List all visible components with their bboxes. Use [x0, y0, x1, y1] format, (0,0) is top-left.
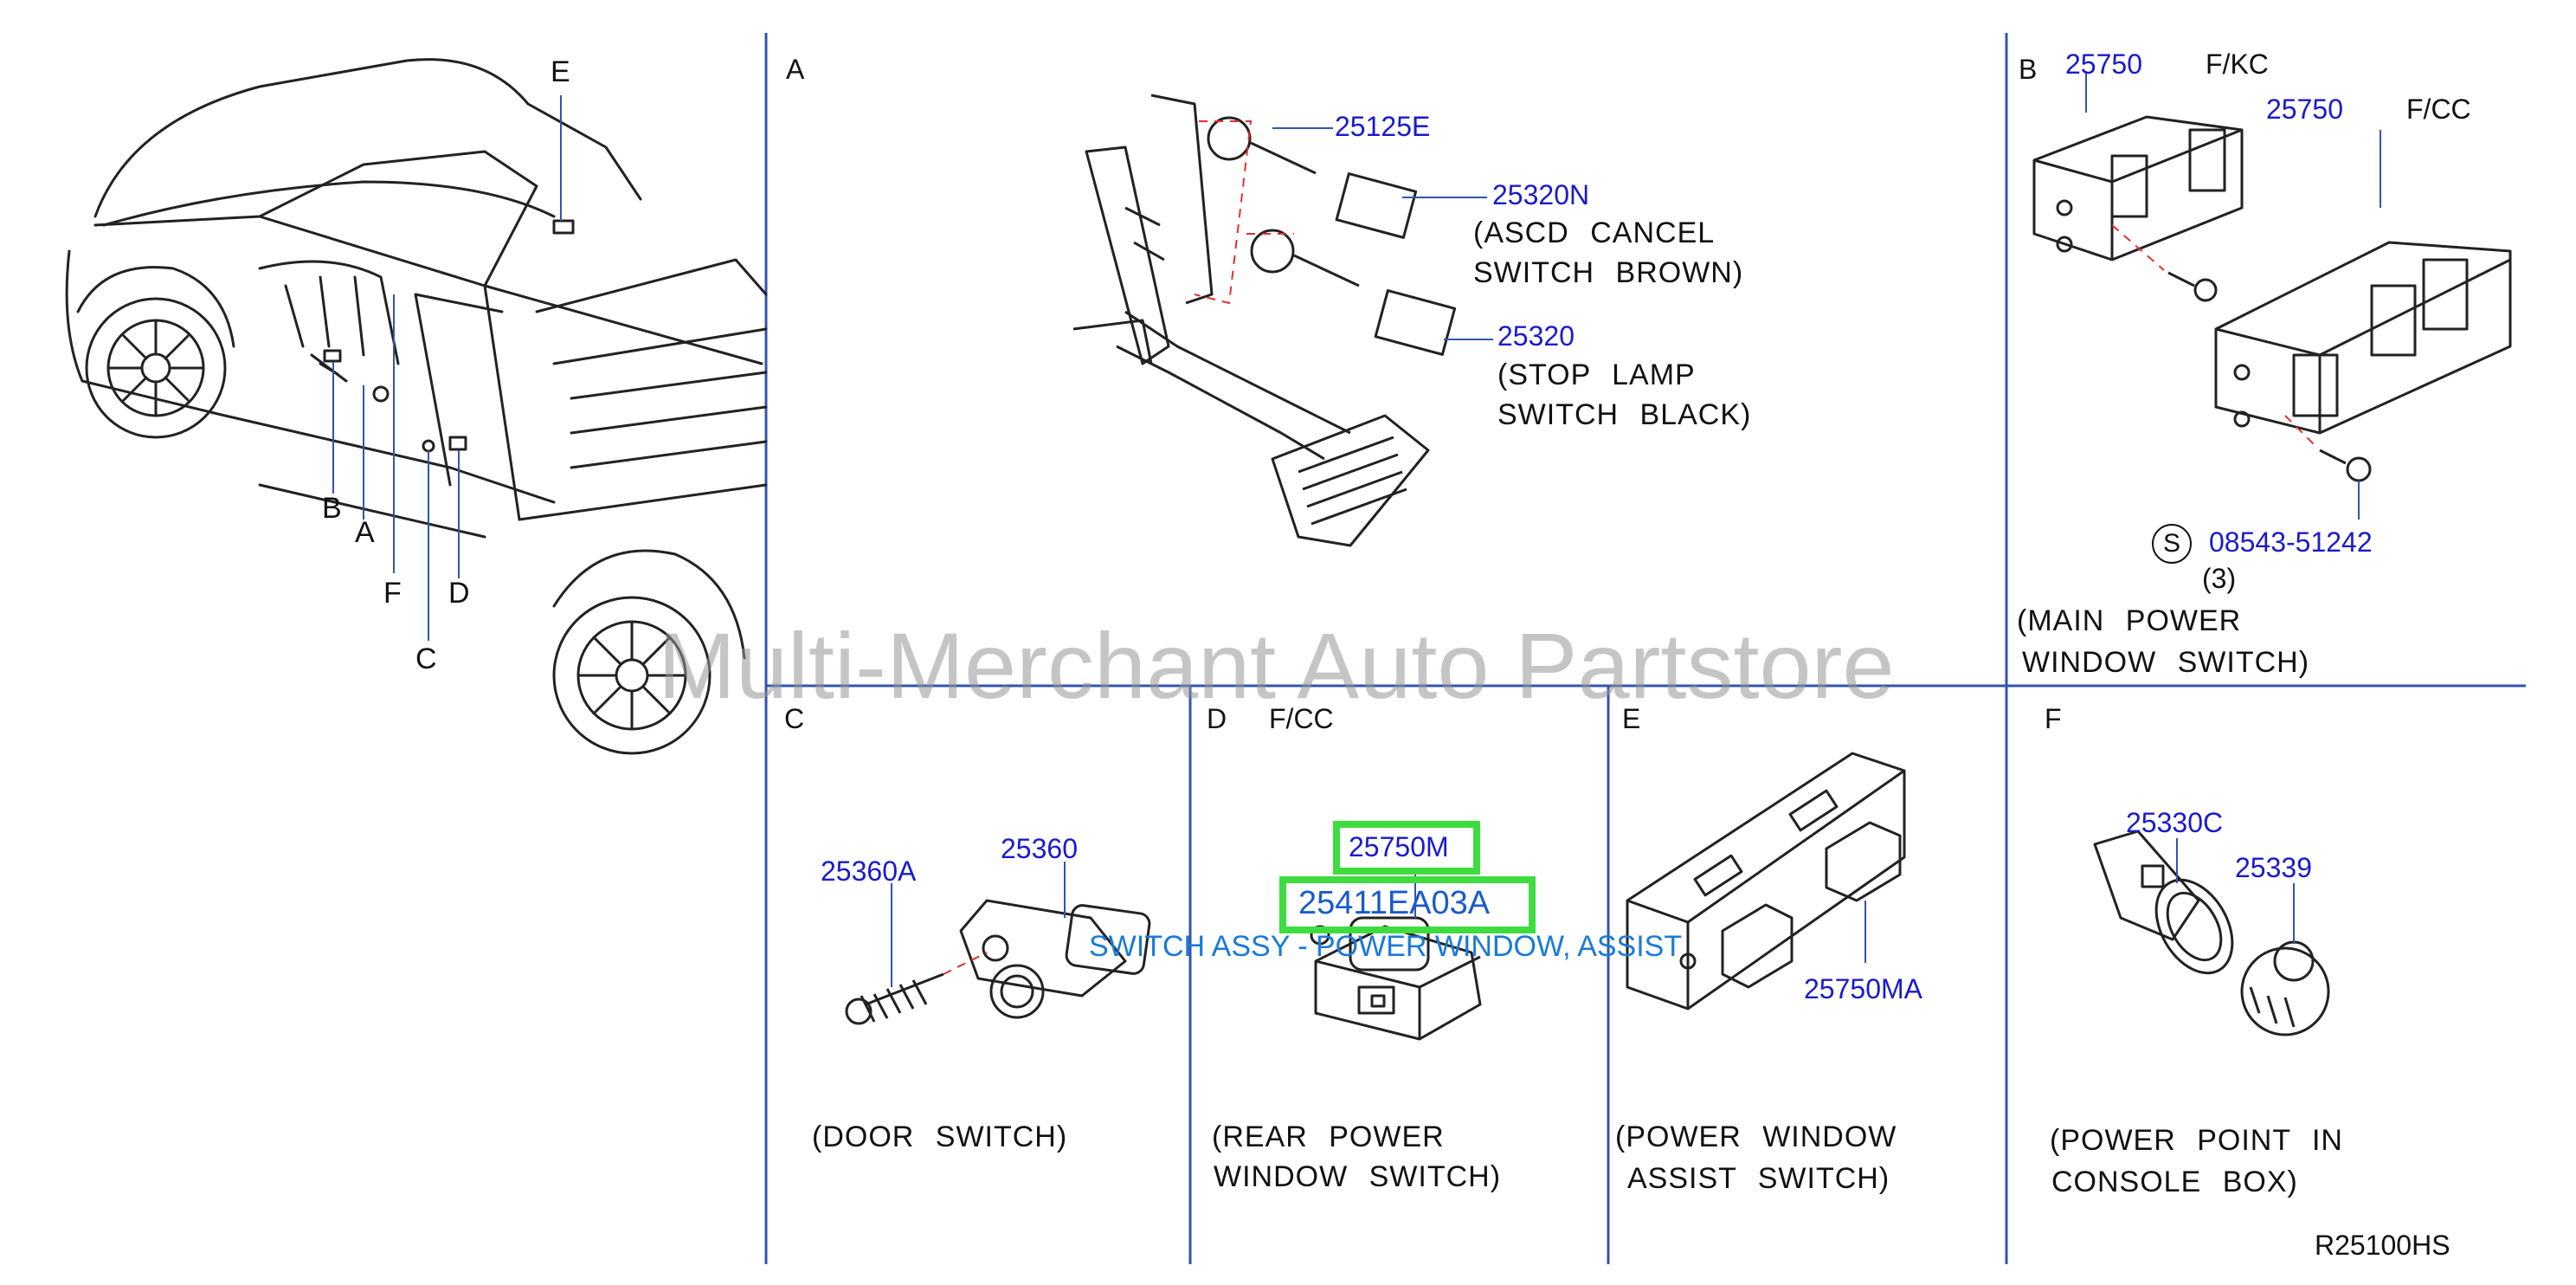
part-25750-fcc[interactable]: 25750: [2266, 94, 2343, 125]
panel-b-leaders: [2085, 71, 2381, 520]
panel-a-note-4: SWITCH BLACK): [1497, 398, 1752, 431]
panel-b-dashes: [2111, 224, 2319, 449]
panel-dividers: [764, 33, 2526, 1264]
vehicle-callout-b[interactable]: B: [322, 492, 342, 525]
part-25320[interactable]: 25320: [1497, 320, 1575, 352]
part-08543-51242[interactable]: 08543-51242: [2209, 526, 2373, 558]
panel-c-note-1: (DOOR SWITCH): [812, 1120, 1068, 1153]
panel-b-variant-fkc: F/KC: [2206, 48, 2269, 80]
vehicle-callout-e[interactable]: E: [551, 55, 570, 88]
part-25360[interactable]: 25360: [1001, 833, 1078, 864]
panel-c-illustration: [845, 899, 1151, 1025]
panel-a-leaders: [1272, 127, 1493, 340]
panel-f-note-1: (POWER POINT IN: [2050, 1124, 2343, 1157]
panel-a-note-2: SWITCH BROWN): [1473, 256, 1744, 289]
panel-f-leaders: [2176, 838, 2295, 944]
part-tooltip: SWITCH ASSY - POWER WINDOW, ASSIST: [1089, 930, 1683, 963]
watermark: Multi-Merchant Auto Partstore: [658, 613, 1895, 718]
part-25360a[interactable]: 25360A: [821, 856, 917, 887]
screw-symbol: S: [2152, 524, 2192, 564]
part-25320n[interactable]: 25320N: [1492, 179, 1590, 210]
panel-c-leaders: [891, 862, 1066, 987]
vehicle-callout-f[interactable]: F: [383, 577, 402, 610]
panel-c-letter: C: [784, 703, 805, 734]
panel-d-note-2: WINDOW SWITCH): [1214, 1160, 1502, 1193]
panel-e-letter: E: [1622, 703, 1641, 734]
highlight-box-25750m: [1333, 821, 1480, 875]
panel-e-note-1: (POWER WINDOW: [1615, 1120, 1897, 1153]
part-25750ma[interactable]: 25750MA: [1804, 973, 1922, 1004]
panel-b-illustration: [2032, 115, 2512, 482]
panel-a-note-3: (STOP LAMP: [1497, 358, 1696, 391]
panel-c-dashes: [943, 952, 988, 975]
part-25125e[interactable]: 25125E: [1335, 111, 1431, 142]
part-25411ea03a[interactable]: 25411EA03A: [1298, 885, 1491, 921]
panel-a-dashes: [1194, 120, 1294, 305]
panel-f-letter: F: [2045, 703, 2062, 734]
panel-b-qty: (3): [2202, 563, 2237, 594]
vehicle-callout-a[interactable]: A: [355, 516, 375, 549]
part-25750-fkc[interactable]: 25750: [2065, 48, 2142, 80]
panel-d-note-1: (REAR POWER: [1212, 1120, 1445, 1153]
panel-d-letter: D: [1207, 703, 1227, 734]
vehicle-callout-d[interactable]: D: [448, 577, 470, 610]
panel-b-note-1: (MAIN POWER: [2017, 604, 2242, 637]
vehicle-callout-c[interactable]: C: [415, 642, 437, 675]
part-25339[interactable]: 25339: [2235, 852, 2312, 883]
part-25750m[interactable]: 25750M: [1349, 831, 1449, 862]
panel-e-illustration: [1626, 752, 1906, 1011]
panel-b-letter: B: [2019, 54, 2038, 85]
diagram-reference: R25100HS: [2315, 1230, 2450, 1261]
panel-a-illustration: [1072, 94, 1457, 547]
panel-a-note-1: (ASCD CANCEL: [1473, 216, 1716, 249]
panel-b-variant-fcc: F/CC: [2406, 94, 2471, 125]
panel-a-letter: A: [786, 54, 805, 85]
panel-d-variant: F/CC: [1269, 703, 1334, 734]
panel-f-note-2: CONSOLE BOX): [2051, 1166, 2298, 1198]
highlight-box-25411ea03a: [1279, 876, 1536, 933]
panel-e-note-2: ASSIST SWITCH): [1627, 1162, 1890, 1195]
panel-b-note-2: WINDOW SWITCH): [2022, 646, 2310, 679]
part-25330c[interactable]: 25330C: [2126, 807, 2224, 838]
vehicle-leaders: [332, 95, 562, 641]
vehicle-illustration: [65, 58, 768, 755]
